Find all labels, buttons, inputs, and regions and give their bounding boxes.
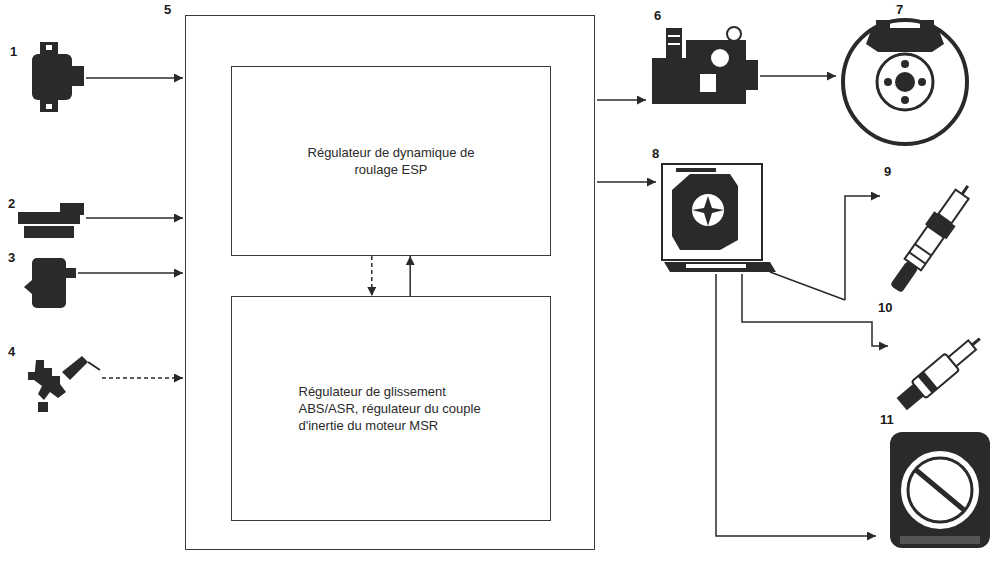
callout-number: 1 — [10, 44, 17, 59]
callout-number: 5 — [164, 2, 171, 17]
signal-arrow — [78, 272, 183, 274]
callout-number: 2 — [8, 196, 15, 211]
spark-plug — [885, 178, 979, 296]
sensor-2 — [18, 203, 84, 238]
control-unit-box: 5Régulateur de dynamique de roulage ESPR… — [185, 15, 595, 550]
output-arrow — [597, 181, 656, 183]
output-arrow — [760, 75, 836, 77]
signal-arrow — [86, 217, 183, 219]
controller-label: Régulateur de dynamique de roulage ESP — [291, 144, 491, 178]
controller-box: Régulateur de glissement ABS/ASR, régula… — [231, 296, 551, 521]
callout-number: 9 — [884, 164, 891, 179]
output-arrow — [742, 274, 888, 346]
brake-disc — [843, 20, 967, 144]
signal-arrow — [86, 77, 183, 79]
callout-number: 10 — [878, 300, 892, 315]
sensor-3 — [24, 258, 76, 308]
signal-connector — [371, 256, 373, 296]
callout-number: 8 — [652, 146, 659, 161]
output-arrow — [597, 99, 646, 101]
output-arrow — [716, 274, 876, 536]
signal-connector — [409, 256, 411, 296]
injector — [895, 330, 987, 412]
signal-arrow — [102, 377, 183, 379]
callout-number: 3 — [8, 250, 15, 265]
engine-ecu — [662, 164, 776, 272]
callout-number: 11 — [880, 412, 894, 427]
wheel-speed-sensor — [28, 356, 100, 412]
throttle-body — [890, 432, 990, 548]
controller-box: Régulateur de dynamique de roulage ESP — [231, 66, 551, 256]
controller-label: Régulateur de glissement ABS/ASR, régula… — [299, 383, 484, 434]
callout-number: 6 — [654, 8, 661, 23]
callout-number: 4 — [8, 344, 15, 359]
hydraulic-modulator — [652, 27, 758, 104]
sensor-1 — [32, 42, 84, 112]
output-arrow — [845, 196, 880, 300]
callout-number: 7 — [896, 2, 903, 17]
wire — [770, 272, 845, 300]
